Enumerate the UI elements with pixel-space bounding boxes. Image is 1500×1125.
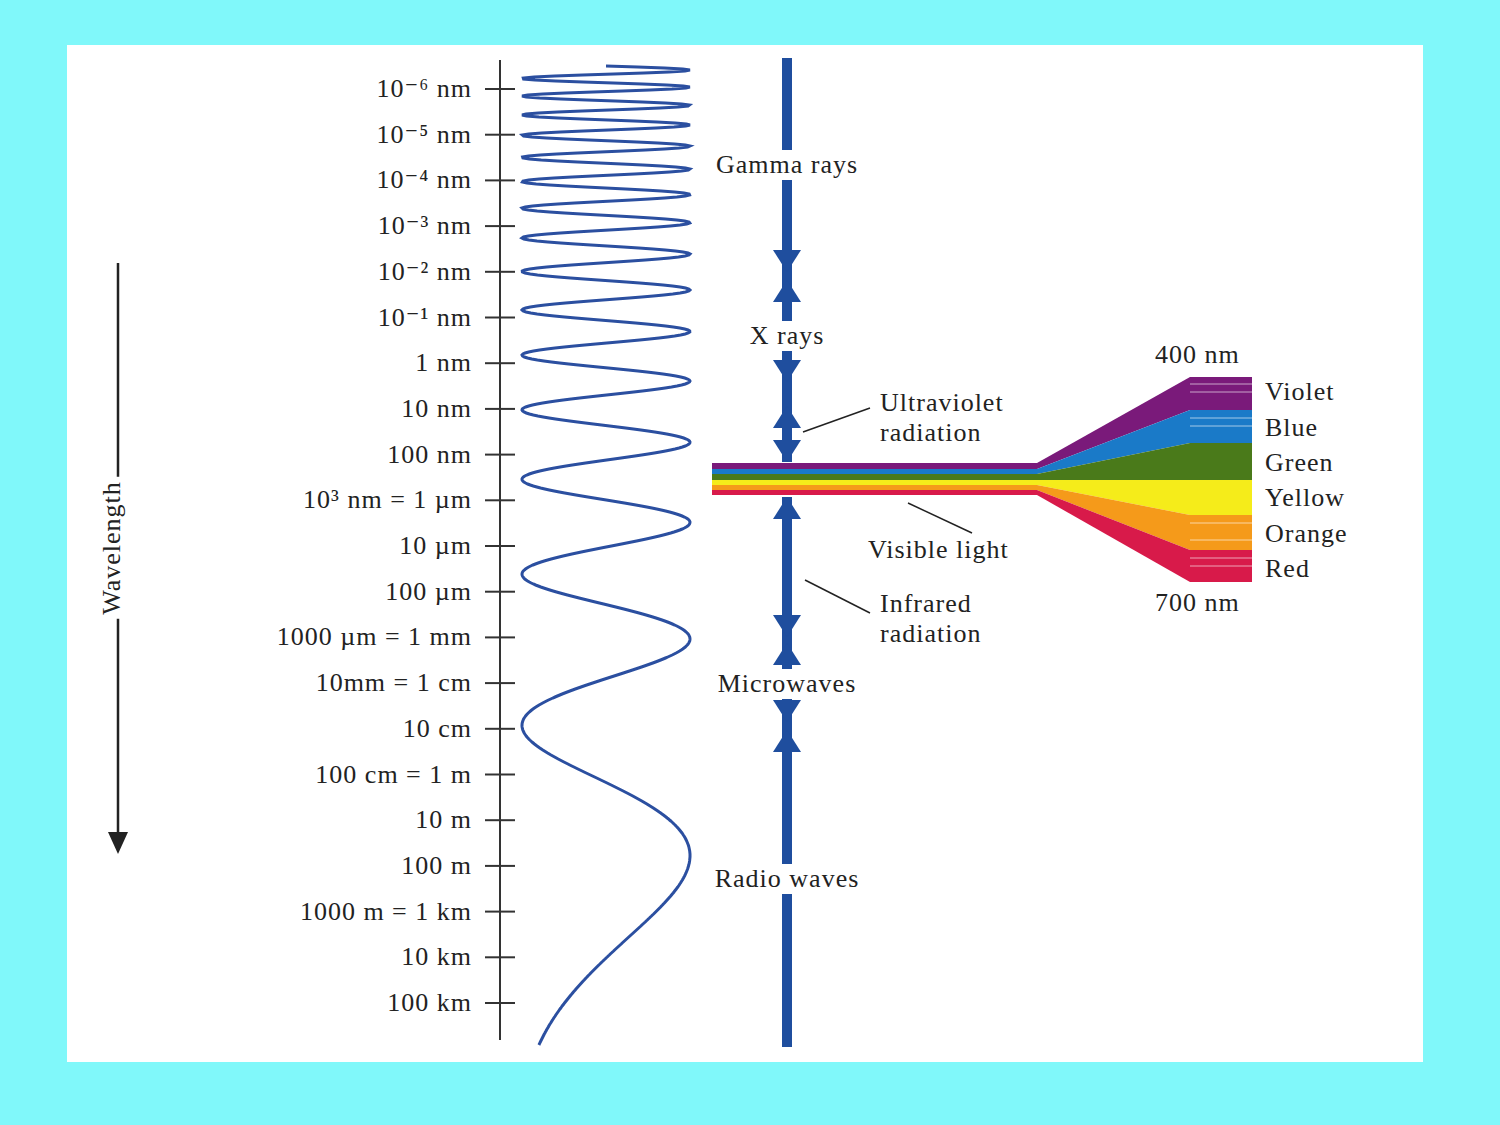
axis-tick [485,362,515,364]
tick-label: 10⁻⁵ nm [376,120,472,150]
axis-tick [485,956,515,958]
axis-tick [485,317,515,319]
tick-label: 10 km [401,942,472,972]
arrow-head [773,615,801,637]
band-label: X rays [746,321,829,351]
axis-tick [485,88,515,90]
arrow-head [773,730,801,752]
tick-label: 100 nm [387,440,472,470]
tick-label: 10⁻³ nm [378,211,472,241]
axis-tick [485,134,515,136]
axis-tick [485,819,515,821]
arrow-head [773,280,801,302]
tick-label: 10⁻¹ nm [378,303,472,333]
axis-tick [485,591,515,593]
band-label: Radio waves [711,864,864,894]
visible-band [712,377,1252,582]
color-name: Blue [1265,413,1318,443]
arrow-head [773,360,801,382]
arrow-head [773,406,801,428]
tick-label: 100 µm [385,577,472,607]
tick-label: 1 nm [415,348,472,378]
band-label: Infrared radiation [880,589,1070,649]
axis-tick [485,271,515,273]
tick-label: 10³ nm = 1 µm [303,485,472,515]
band-label: Ultraviolet radiation [880,388,1090,448]
color-name: Red [1265,554,1310,584]
axis-tick [485,728,515,730]
band-label: Visible light [868,535,1009,565]
tick-label: 100 cm = 1 m [315,760,472,790]
arrow-head [108,832,128,854]
tick-label: 10⁻⁶ nm [376,74,472,104]
axis-tick [485,545,515,547]
axis-tick [485,774,515,776]
color-name: Green [1265,448,1334,478]
wavelength-axis [499,60,501,1040]
arrow-head [773,250,801,272]
wavelength-limit: 700 nm [1155,588,1240,618]
tick-label: 100 km [387,988,472,1018]
tick-label: 10⁻⁴ nm [376,165,472,195]
axis-tick [485,225,515,227]
tick-label: 1000 µm = 1 mm [277,622,472,652]
arrow-head [773,700,801,722]
band-label: Microwaves [714,669,861,699]
axis-tick [485,454,515,456]
axis-tick [485,1002,515,1004]
wavelength-limit: 400 nm [1155,340,1240,370]
tick-label: 10 µm [399,531,472,561]
wave-curve [522,66,690,1045]
tick-label: 10 cm [403,714,472,744]
axis-tick [485,636,515,638]
axis-tick [485,408,515,410]
axis-tick [485,682,515,684]
tick-label: 100 m [401,851,472,881]
tick-label: 10 nm [401,394,472,424]
axis-tick [485,911,515,913]
arrow-head [773,643,801,665]
spectrum-spine [782,497,792,1047]
color-name: Violet [1265,377,1334,407]
tick-label: 10 m [415,805,472,835]
axis-title: Wavelength [97,477,127,619]
band-label: Gamma rays [694,150,880,180]
color-name: Orange [1265,519,1348,549]
color-name: Yellow [1265,483,1345,513]
tick-label: 10mm = 1 cm [316,668,472,698]
tick-label: 10⁻² nm [378,257,472,287]
arrow-head [773,440,801,462]
arrow-head [773,497,801,519]
tick-label: 1000 m = 1 km [300,897,472,927]
axis-tick [485,865,515,867]
axis-tick [485,179,515,181]
axis-tick [485,499,515,501]
axis-ticks [485,89,515,1003]
